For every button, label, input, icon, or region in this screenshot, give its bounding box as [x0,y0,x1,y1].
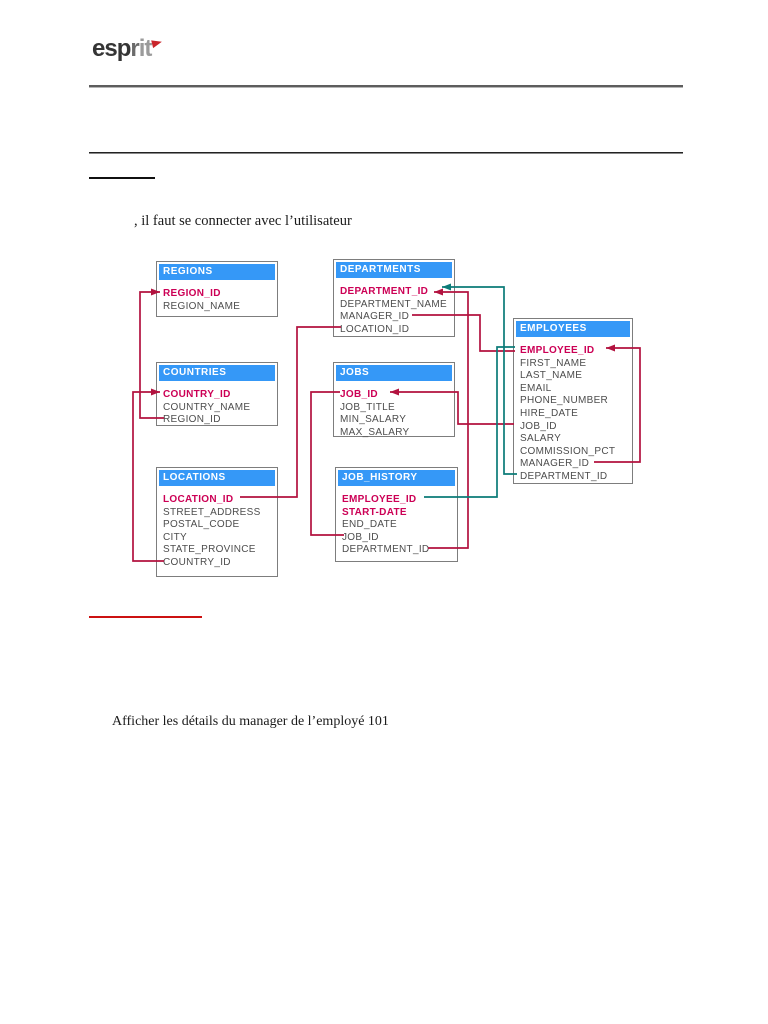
field-job-id: JOB_ID [340,389,378,400]
field-department-id: DEPARTMENT_ID [340,286,429,297]
field-phone-number: PHONE_NUMBER [520,395,609,407]
field-postal-code: POSTAL_CODE [163,519,240,531]
field-hire-date: HIRE_DATE [520,407,579,419]
field-commission-pct: COMMISSION_PCT [520,445,616,457]
field-manager-id: MANAGER_ID [340,311,410,323]
short-underline [89,177,155,179]
field-end-date: END_DATE [342,519,398,531]
table-header-regions: REGIONS [159,264,275,280]
field-street-address: STREET_ADDRESS [163,506,261,518]
field-department-id: DEPARTMENT_ID [520,470,608,482]
logo-text-dark: esp [92,35,131,62]
field-job-id: JOB_ID [342,531,379,543]
field-country-id: COUNTRY_ID [163,389,231,400]
table-header-countries: COUNTRIES [159,365,275,381]
red-underline [89,616,202,618]
field-city: CITY [163,531,187,543]
field-salary: SALARY [520,433,562,445]
table-header-locations: LOCATIONS [159,470,275,486]
logo-text-mid: r [130,35,139,62]
field-first-name: FIRST_NAME [520,357,587,369]
field-location-id: LOCATION_ID [163,494,234,505]
field-region-id: REGION_ID [163,414,221,426]
intro-sentence: , il faut se connecter avec l’utilisateu… [134,213,352,229]
field-job-title: JOB_TITLE [340,401,395,413]
field-email: EMAIL [520,382,552,394]
field-manager-id: MANAGER_ID [520,458,590,470]
field-start-date: START-DATE [342,506,407,518]
field-region-id: REGION_ID [163,288,221,299]
field-location-id: LOCATION_ID [340,323,410,335]
field-country-id: COUNTRY_ID [163,556,231,568]
field-max-salary: MAX_SALARY [340,426,410,438]
table-header-employees: EMPLOYEES [516,321,630,337]
table-header-departments: DEPARTMENTS [336,262,452,278]
field-state-province: STATE_PROVINCE [163,544,256,556]
field-last-name: LAST_NAME [520,370,583,382]
field-region-name: REGION_NAME [163,300,241,312]
field-employee-id: EMPLOYEE_ID [342,494,417,505]
field-department-id: DEPARTMENT_ID [342,544,430,556]
header-rule [89,85,683,88]
logo-text-light: it [138,35,153,62]
exercise-sentence: Afficher les détails du manager de l’emp… [112,714,389,729]
section-rule [89,152,683,154]
esprit-logo: esprit [92,35,164,62]
table-header-jobs: JOBS [336,365,452,381]
field-employee-id: EMPLOYEE_ID [520,345,595,356]
field-job-id: JOB_ID [520,420,557,432]
field-country-name: COUNTRY_NAME [163,401,251,413]
table-header-job-history: JOB_HISTORY [338,470,455,486]
field-department-name: DEPARTMENT_NAME [340,298,447,310]
field-min-salary: MIN_SALARY [340,414,407,426]
